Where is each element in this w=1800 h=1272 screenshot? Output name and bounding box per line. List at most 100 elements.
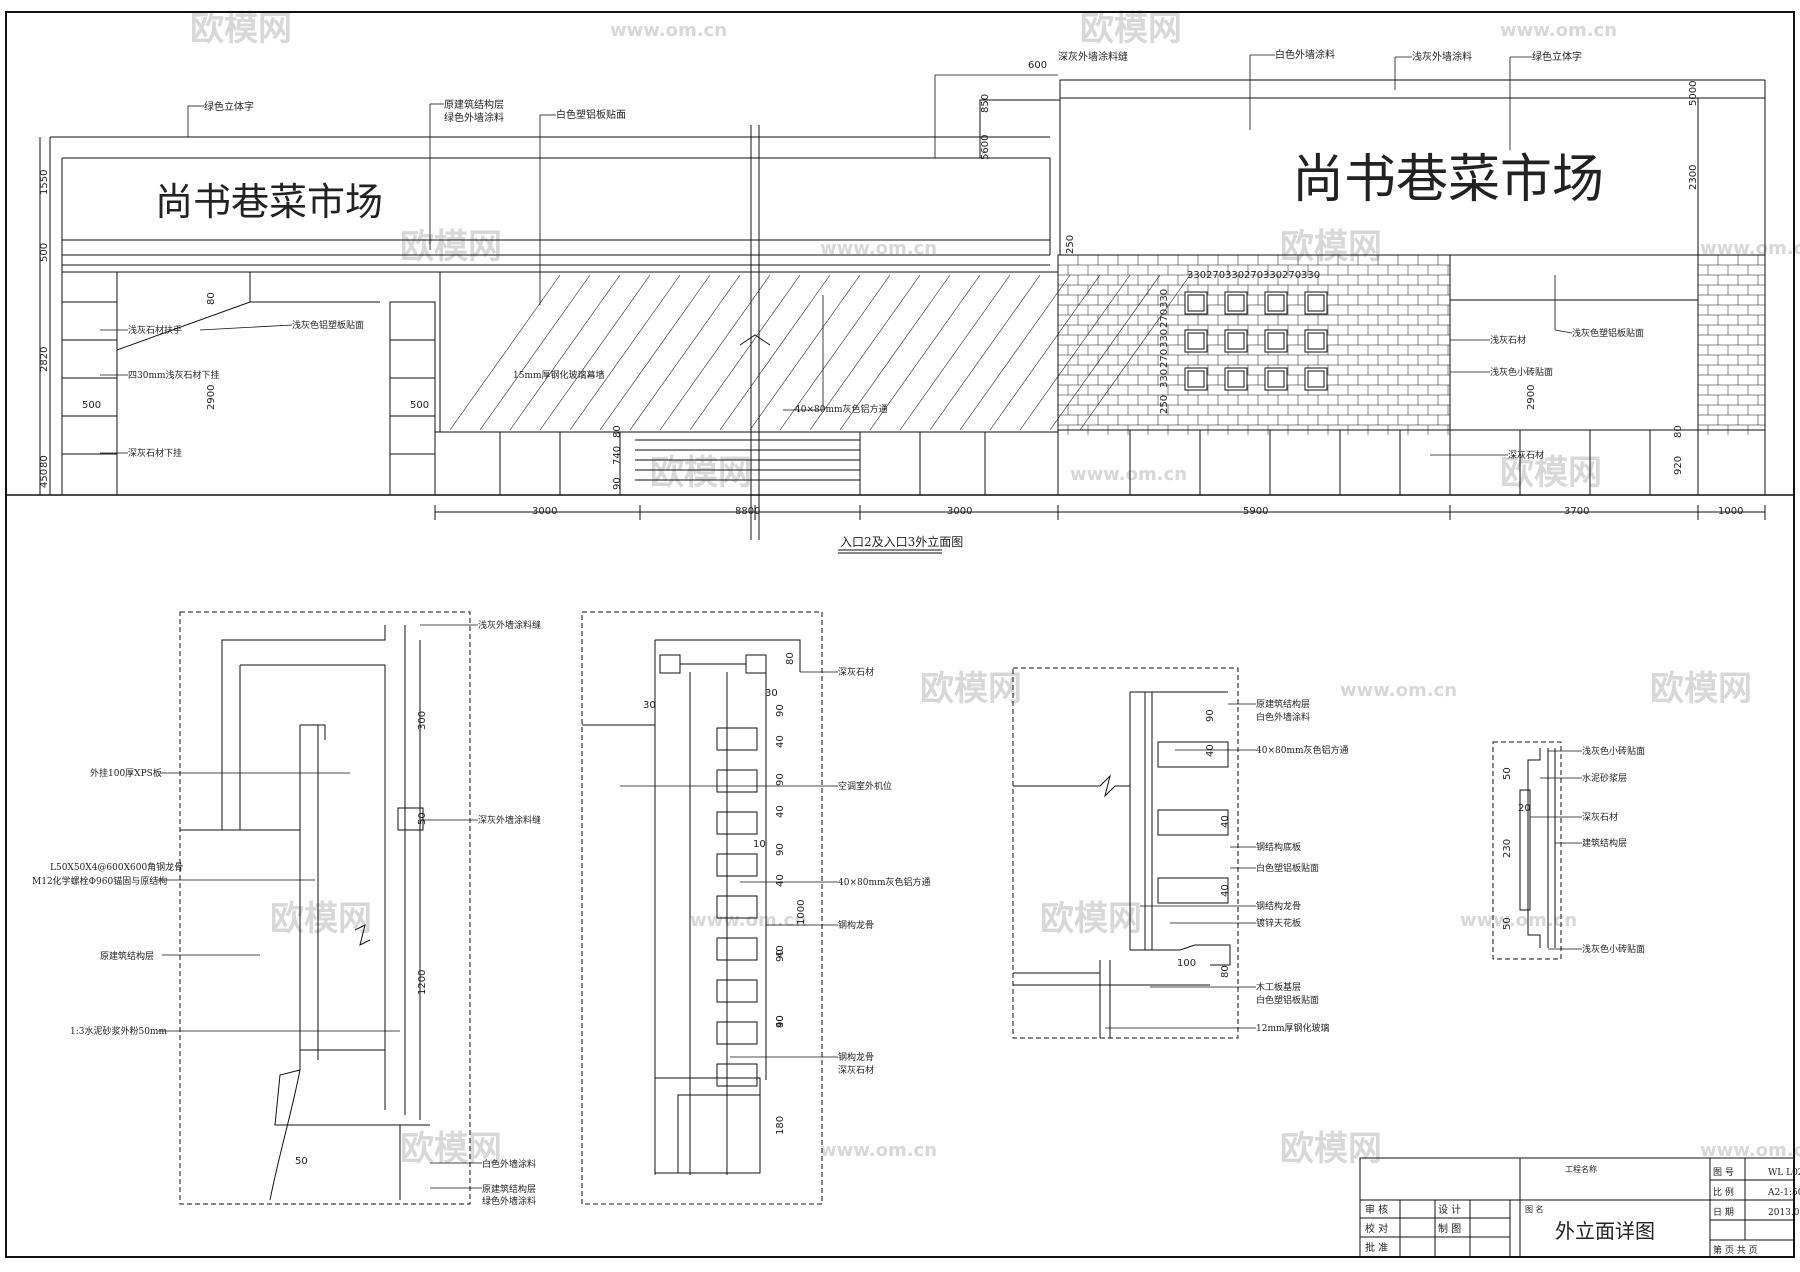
label-dark-stone: 深灰石材 xyxy=(1508,449,1544,461)
svg-text:40: 40 xyxy=(775,805,786,818)
svg-text:A2-1:50: A2-1:50 xyxy=(1767,1188,1800,1198)
label-light-gray-paint: 浅灰外墙涂料 xyxy=(1412,50,1472,63)
svg-text:深灰石材: 深灰石材 xyxy=(1582,811,1618,823)
svg-text:8800: 8800 xyxy=(735,506,760,517)
svg-text:1000: 1000 xyxy=(796,900,807,925)
svg-text:5600: 5600 xyxy=(980,135,991,160)
glass-hatch xyxy=(449,274,1191,431)
svg-text:欧模网: 欧模网 xyxy=(400,227,502,267)
svg-text:M12化学螺栓Φ960锚固与原结构: M12化学螺栓Φ960锚固与原结构 xyxy=(32,875,167,887)
svg-text:欧模网: 欧模网 xyxy=(1280,1129,1382,1169)
svg-text:80: 80 xyxy=(612,425,623,438)
svg-text:外挂100厚XPS板: 外挂100厚XPS板 xyxy=(90,767,162,779)
svg-text:钢结构底板: 钢结构底板 xyxy=(1256,841,1301,853)
svg-text:制 图: 制 图 xyxy=(1438,1222,1461,1235)
svg-text:20: 20 xyxy=(1518,803,1531,814)
svg-text:40×80mm灰色铝方通: 40×80mm灰色铝方通 xyxy=(838,876,931,888)
svg-text:www.om.cn: www.om.cn xyxy=(820,1140,937,1161)
svg-text:3700: 3700 xyxy=(1564,506,1589,517)
svg-text:330: 330 xyxy=(1301,270,1320,281)
svg-text:www.om.cn: www.om.cn xyxy=(1340,680,1457,701)
elevation-dims: 3000 8800 3000 5900 3700 1000 1550 500 2… xyxy=(39,60,1743,517)
svg-text:330: 330 xyxy=(1159,329,1170,348)
svg-text:40: 40 xyxy=(775,874,786,887)
svg-text:图 名: 图 名 xyxy=(1525,1204,1544,1214)
svg-text:50: 50 xyxy=(417,812,428,825)
svg-text:920: 920 xyxy=(1673,456,1684,475)
svg-text:50: 50 xyxy=(1502,767,1513,780)
svg-text:80: 80 xyxy=(39,455,50,468)
label-stone-rail: 浅灰石材扶手 xyxy=(128,324,182,336)
elevation-leaders xyxy=(100,54,1573,456)
svg-text:钢构龙骨: 钢构龙骨 xyxy=(838,1051,874,1063)
svg-text:欧模网: 欧模网 xyxy=(1040,899,1142,939)
svg-text:WL L02: WL L02 xyxy=(1768,1168,1800,1178)
svg-text:日 期: 日 期 xyxy=(1713,1207,1734,1218)
svg-text:250: 250 xyxy=(1065,235,1076,254)
svg-text:500: 500 xyxy=(39,243,50,262)
svg-text:850: 850 xyxy=(980,94,991,113)
svg-text:90: 90 xyxy=(775,704,786,717)
detail-2-leaders xyxy=(620,671,838,1058)
brick-pattern-right xyxy=(1697,254,1765,435)
svg-text:180: 180 xyxy=(775,1116,786,1135)
detail-4 xyxy=(1492,741,1562,960)
svg-text:原建筑结构层: 原建筑结构层 xyxy=(1256,698,1310,710)
label-gray-stone: 浅灰石材 xyxy=(1490,334,1526,346)
svg-text:250: 250 xyxy=(1159,395,1170,414)
detail-4-labels: 浅灰色小砖贴面 水泥砂浆层 深灰石材 建筑结构层 浅灰色小砖贴面 50 20 2… xyxy=(1502,745,1645,955)
svg-text:白色外墙涂料: 白色外墙涂料 xyxy=(482,1158,536,1170)
label-alu-panel-2: 浅灰色塑铝板贴面 xyxy=(1572,327,1644,339)
svg-text:www.om.cn: www.om.cn xyxy=(1700,1140,1800,1161)
svg-text:80: 80 xyxy=(785,652,796,665)
label-dark-gray-joint: 深灰外墙涂料缝 xyxy=(1058,50,1128,63)
svg-text:浅灰色小砖贴面: 浅灰色小砖贴面 xyxy=(1582,745,1645,757)
svg-text:木工板基层: 木工板基层 xyxy=(1256,981,1301,993)
detail-1-leaders xyxy=(155,624,482,1189)
label-small-brick: 浅灰色小砖贴面 xyxy=(1490,366,1553,378)
svg-text:330: 330 xyxy=(1263,270,1282,281)
svg-text:设 计: 设 计 xyxy=(1438,1203,1461,1216)
svg-text:80: 80 xyxy=(206,292,217,305)
watermark-layer: 欧模网 www.om.cn 欧模网 www.om.cn 欧模网 www.om.cn 欧模网 w… xyxy=(190,9,1800,1169)
svg-text:270: 270 xyxy=(1159,309,1170,328)
svg-text:1000: 1000 xyxy=(1718,506,1743,517)
svg-text:90: 90 xyxy=(775,843,786,856)
svg-text:300: 300 xyxy=(417,711,428,730)
svg-text:欧模网: 欧模网 xyxy=(270,899,372,939)
svg-text:空调室外机位: 空调室外机位 xyxy=(838,780,892,792)
svg-text:浅灰外墙涂料缝: 浅灰外墙涂料缝 xyxy=(478,619,541,631)
label-green-letters-2: 绿色立体字 xyxy=(1532,50,1582,63)
svg-text:校 对: 校 对 xyxy=(1365,1222,1388,1235)
svg-text:www.om.cn: www.om.cn xyxy=(610,20,727,41)
svg-text:40: 40 xyxy=(1220,815,1231,828)
svg-text:30: 30 xyxy=(765,688,778,699)
svg-text:建筑结构层: 建筑结构层 xyxy=(1582,837,1627,849)
svg-text:欧模网: 欧模网 xyxy=(650,453,752,493)
svg-text:审 核: 审 核 xyxy=(1365,1203,1388,1216)
svg-text:40: 40 xyxy=(1205,744,1216,757)
label-green-paint: 绿色外墙涂料 xyxy=(444,111,504,124)
svg-text:10: 10 xyxy=(753,839,766,850)
label-dark-stone-post: 深灰石材下挂 xyxy=(128,447,182,459)
svg-text:欧模网: 欧模网 xyxy=(1500,453,1602,493)
svg-text:40: 40 xyxy=(775,1015,786,1028)
svg-text:2820: 2820 xyxy=(39,347,50,372)
svg-text:330: 330 xyxy=(1225,270,1244,281)
detail-3-labels: 原建筑结构层 白色外墙涂料 40×80mm灰色铝方通 钢结构底板 白色塑铝板贴面… xyxy=(1177,698,1349,1034)
sign-left: 尚书巷菜市场 xyxy=(155,180,383,224)
label-glass: 15mm厚钢化玻璃幕墙 xyxy=(513,369,605,381)
svg-text:深灰石材: 深灰石材 xyxy=(838,1064,874,1076)
svg-text:1550: 1550 xyxy=(39,170,50,195)
svg-text:40×80mm灰色铝方通: 40×80mm灰色铝方通 xyxy=(1256,744,1349,756)
sign-right: 尚书巷菜市场 xyxy=(1292,150,1604,210)
svg-text:90: 90 xyxy=(775,1015,786,1028)
svg-text:www.om.cn: www.om.cn xyxy=(1460,910,1577,931)
svg-text:230: 230 xyxy=(1502,839,1513,858)
detail-2-labels: 深灰石材 空调室外机位 40×80mm灰色铝方通 钢构龙骨 钢构龙骨 深灰石材 xyxy=(838,666,931,1076)
svg-text:欧模网: 欧模网 xyxy=(400,1129,502,1169)
svg-text:白色塑铝板贴面: 白色塑铝板贴面 xyxy=(1256,994,1319,1006)
svg-text:80: 80 xyxy=(1673,425,1684,438)
svg-text:www.om.cn: www.om.cn xyxy=(690,910,807,931)
detail-3-leaders xyxy=(1105,703,1256,1029)
